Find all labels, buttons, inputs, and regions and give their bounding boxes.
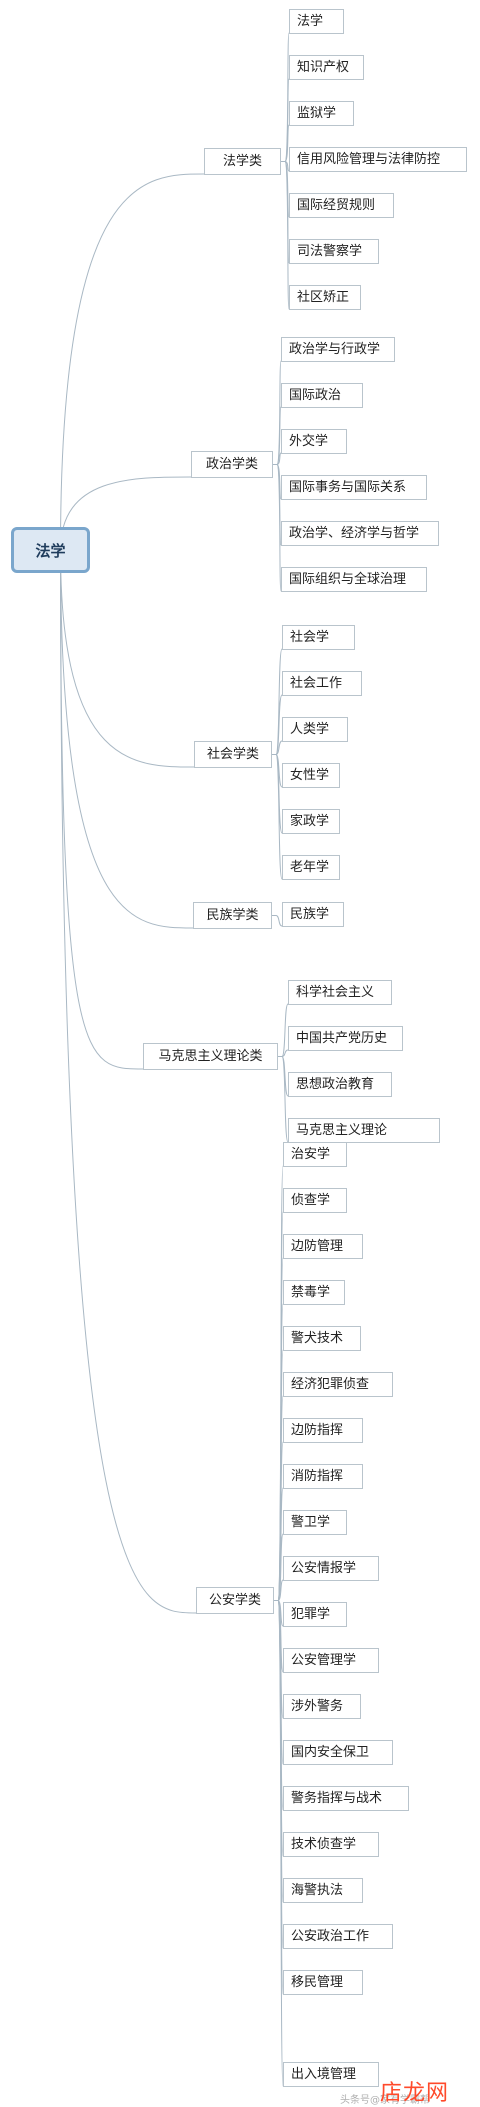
leaf-node[interactable]: 马克思主义理论 xyxy=(288,1118,440,1143)
leaf-node[interactable]: 出入境管理 xyxy=(283,2062,379,2087)
leaf-node[interactable]: 公安政治工作 xyxy=(283,1924,393,1949)
watermark-brand: 店龙网 xyxy=(380,2081,450,2106)
leaf-node[interactable]: 国际政治 xyxy=(281,383,363,408)
root-connector xyxy=(60,549,197,1614)
category-node-marxism[interactable]: 马克思主义理论类 xyxy=(143,1043,278,1070)
category-node-politics[interactable]: 政治学类 xyxy=(191,451,273,478)
leaf-node[interactable]: 科学社会主义 xyxy=(288,980,392,1005)
leaf-connector xyxy=(272,754,283,880)
leaf-node[interactable]: 国内安全保卫 xyxy=(283,1740,393,1765)
leaf-node[interactable]: 海警执法 xyxy=(283,1878,363,1903)
leaf-node[interactable]: 国际组织与全球治理 xyxy=(281,567,427,592)
leaf-node[interactable]: 边防管理 xyxy=(283,1234,363,1259)
leaf-node[interactable]: 社会学 xyxy=(282,625,355,650)
leaf-connector xyxy=(272,694,283,755)
leaf-node[interactable]: 技术侦查学 xyxy=(283,1832,379,1857)
leaf-connector xyxy=(274,1487,284,1601)
leaf-node[interactable]: 法学 xyxy=(289,9,344,34)
leaf-node[interactable]: 犯罪学 xyxy=(283,1602,347,1627)
leaf-connector xyxy=(281,161,290,310)
leaf-node[interactable]: 侦查学 xyxy=(283,1188,347,1213)
leaf-node[interactable]: 女性学 xyxy=(282,763,340,788)
leaf-node[interactable]: 警务指挥与战术 xyxy=(283,1786,409,1811)
leaf-node[interactable]: 司法警察学 xyxy=(289,239,379,264)
watermark-source: 头条号@家有学霸帮 xyxy=(340,2095,430,2106)
leaf-connector xyxy=(281,124,290,162)
leaf-node[interactable]: 国际经贸规则 xyxy=(289,193,394,218)
leaf-connector xyxy=(278,1003,289,1057)
leaf-node[interactable]: 信用风险管理与法律防控 xyxy=(289,147,467,172)
leaf-node[interactable]: 思想政治教育 xyxy=(288,1072,392,1097)
leaf-node[interactable]: 治安学 xyxy=(283,1142,347,1167)
root-connector xyxy=(60,549,194,929)
leaf-node[interactable]: 涉外警务 xyxy=(283,1694,361,1719)
category-node-law[interactable]: 法学类 xyxy=(204,148,281,175)
leaf-node[interactable]: 公安情报学 xyxy=(283,1556,379,1581)
leaf-node[interactable]: 公安管理学 xyxy=(283,1648,379,1673)
leaf-node[interactable]: 警犬技术 xyxy=(283,1326,361,1351)
root-connector xyxy=(60,549,144,1070)
leaf-node[interactable]: 禁毒学 xyxy=(283,1280,345,1305)
leaf-node[interactable]: 警卫学 xyxy=(283,1510,347,1535)
leaf-node[interactable]: 老年学 xyxy=(282,855,340,880)
leaf-node[interactable]: 社区矫正 xyxy=(289,285,361,310)
leaf-connector xyxy=(273,360,282,465)
leaf-node[interactable]: 民族学 xyxy=(282,902,344,927)
leaf-connector xyxy=(274,1533,284,1601)
leaf-node[interactable]: 外交学 xyxy=(281,429,347,454)
leaf-node[interactable]: 移民管理 xyxy=(283,1970,363,1995)
leaf-connector xyxy=(281,161,290,172)
leaf-connector xyxy=(278,1056,289,1143)
leaf-connector xyxy=(278,1056,289,1097)
leaf-node[interactable]: 知识产权 xyxy=(289,55,364,80)
leaf-node[interactable]: 监狱学 xyxy=(289,101,354,126)
root-connector xyxy=(60,173,205,551)
leaf-node[interactable]: 边防指挥 xyxy=(283,1418,363,1443)
category-node-ethnology[interactable]: 民族学类 xyxy=(193,902,272,929)
leaf-connector xyxy=(272,915,283,927)
leaf-connector xyxy=(272,754,283,834)
root-connector xyxy=(60,476,192,551)
leaf-connector xyxy=(273,464,282,592)
leaf-connector xyxy=(274,1600,284,1673)
category-node-public-security[interactable]: 公安学类 xyxy=(196,1587,274,1614)
watermark: 头条号@家有学霸帮 店龙网 xyxy=(340,2075,478,2106)
leaf-node[interactable]: 政治学、经济学与哲学 xyxy=(281,521,439,546)
leaf-node[interactable]: 经济犯罪侦查 xyxy=(283,1372,393,1397)
leaf-node[interactable]: 政治学与行政学 xyxy=(281,337,395,362)
leaf-connector xyxy=(274,1600,284,2087)
leaf-node[interactable]: 消防指挥 xyxy=(283,1464,363,1489)
leaf-connector xyxy=(273,452,282,465)
leaf-node[interactable]: 人类学 xyxy=(282,717,348,742)
leaf-node[interactable]: 中国共产党历史 xyxy=(288,1026,403,1051)
leaf-node[interactable]: 社会工作 xyxy=(282,671,362,696)
leaf-node[interactable]: 家政学 xyxy=(282,809,340,834)
root-connector xyxy=(60,549,195,768)
category-node-sociology[interactable]: 社会学类 xyxy=(194,741,272,768)
root-node[interactable]: 法学 xyxy=(11,527,90,573)
leaf-node[interactable]: 国际事务与国际关系 xyxy=(281,475,427,500)
